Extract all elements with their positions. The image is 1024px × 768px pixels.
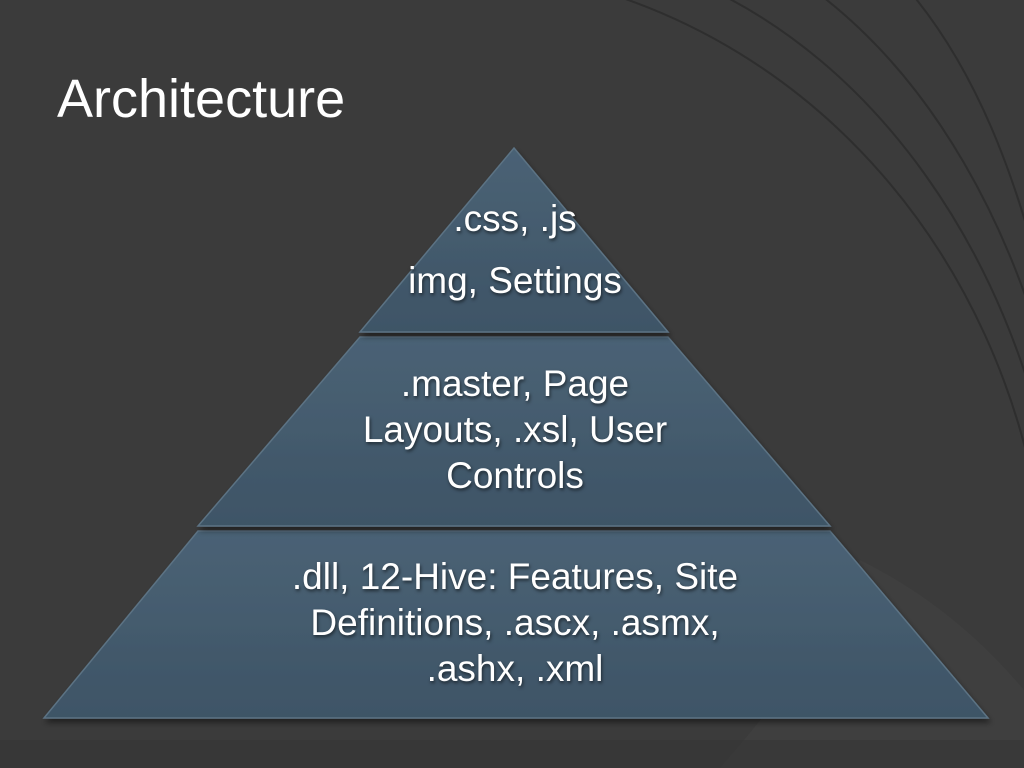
pyramid-tier-bottom-label: .dll, 12-Hive: Features, Site Definition… xyxy=(150,554,880,692)
tier-top-line-2: img, Settings xyxy=(408,260,622,301)
slide-title: Architecture xyxy=(57,69,346,129)
tier-middle-line-2: Layouts, .xsl, User xyxy=(362,409,668,450)
tier-bottom-line-1: .dll, 12-Hive: Features, Site xyxy=(291,556,739,597)
tier-bottom-line-2: Definitions, .ascx, .asmx, xyxy=(310,602,720,643)
tier-bottom-line-3: .ashx, .xml xyxy=(426,648,604,689)
tier-middle-line-1: .master, Page xyxy=(400,363,630,404)
pyramid-tier-middle-label: .master, Page Layouts, .xsl, User Contro… xyxy=(270,361,760,499)
pyramid-tier-top xyxy=(358,146,670,333)
pyramid-tier-top-label: .css, .js img, Settings xyxy=(360,188,670,312)
pyramid-tier-bottom xyxy=(42,530,990,719)
pyramid-tier-middle xyxy=(196,336,832,527)
tier-top-line-1: .css, .js xyxy=(453,198,577,239)
tier-middle-line-3: Controls xyxy=(446,455,584,496)
